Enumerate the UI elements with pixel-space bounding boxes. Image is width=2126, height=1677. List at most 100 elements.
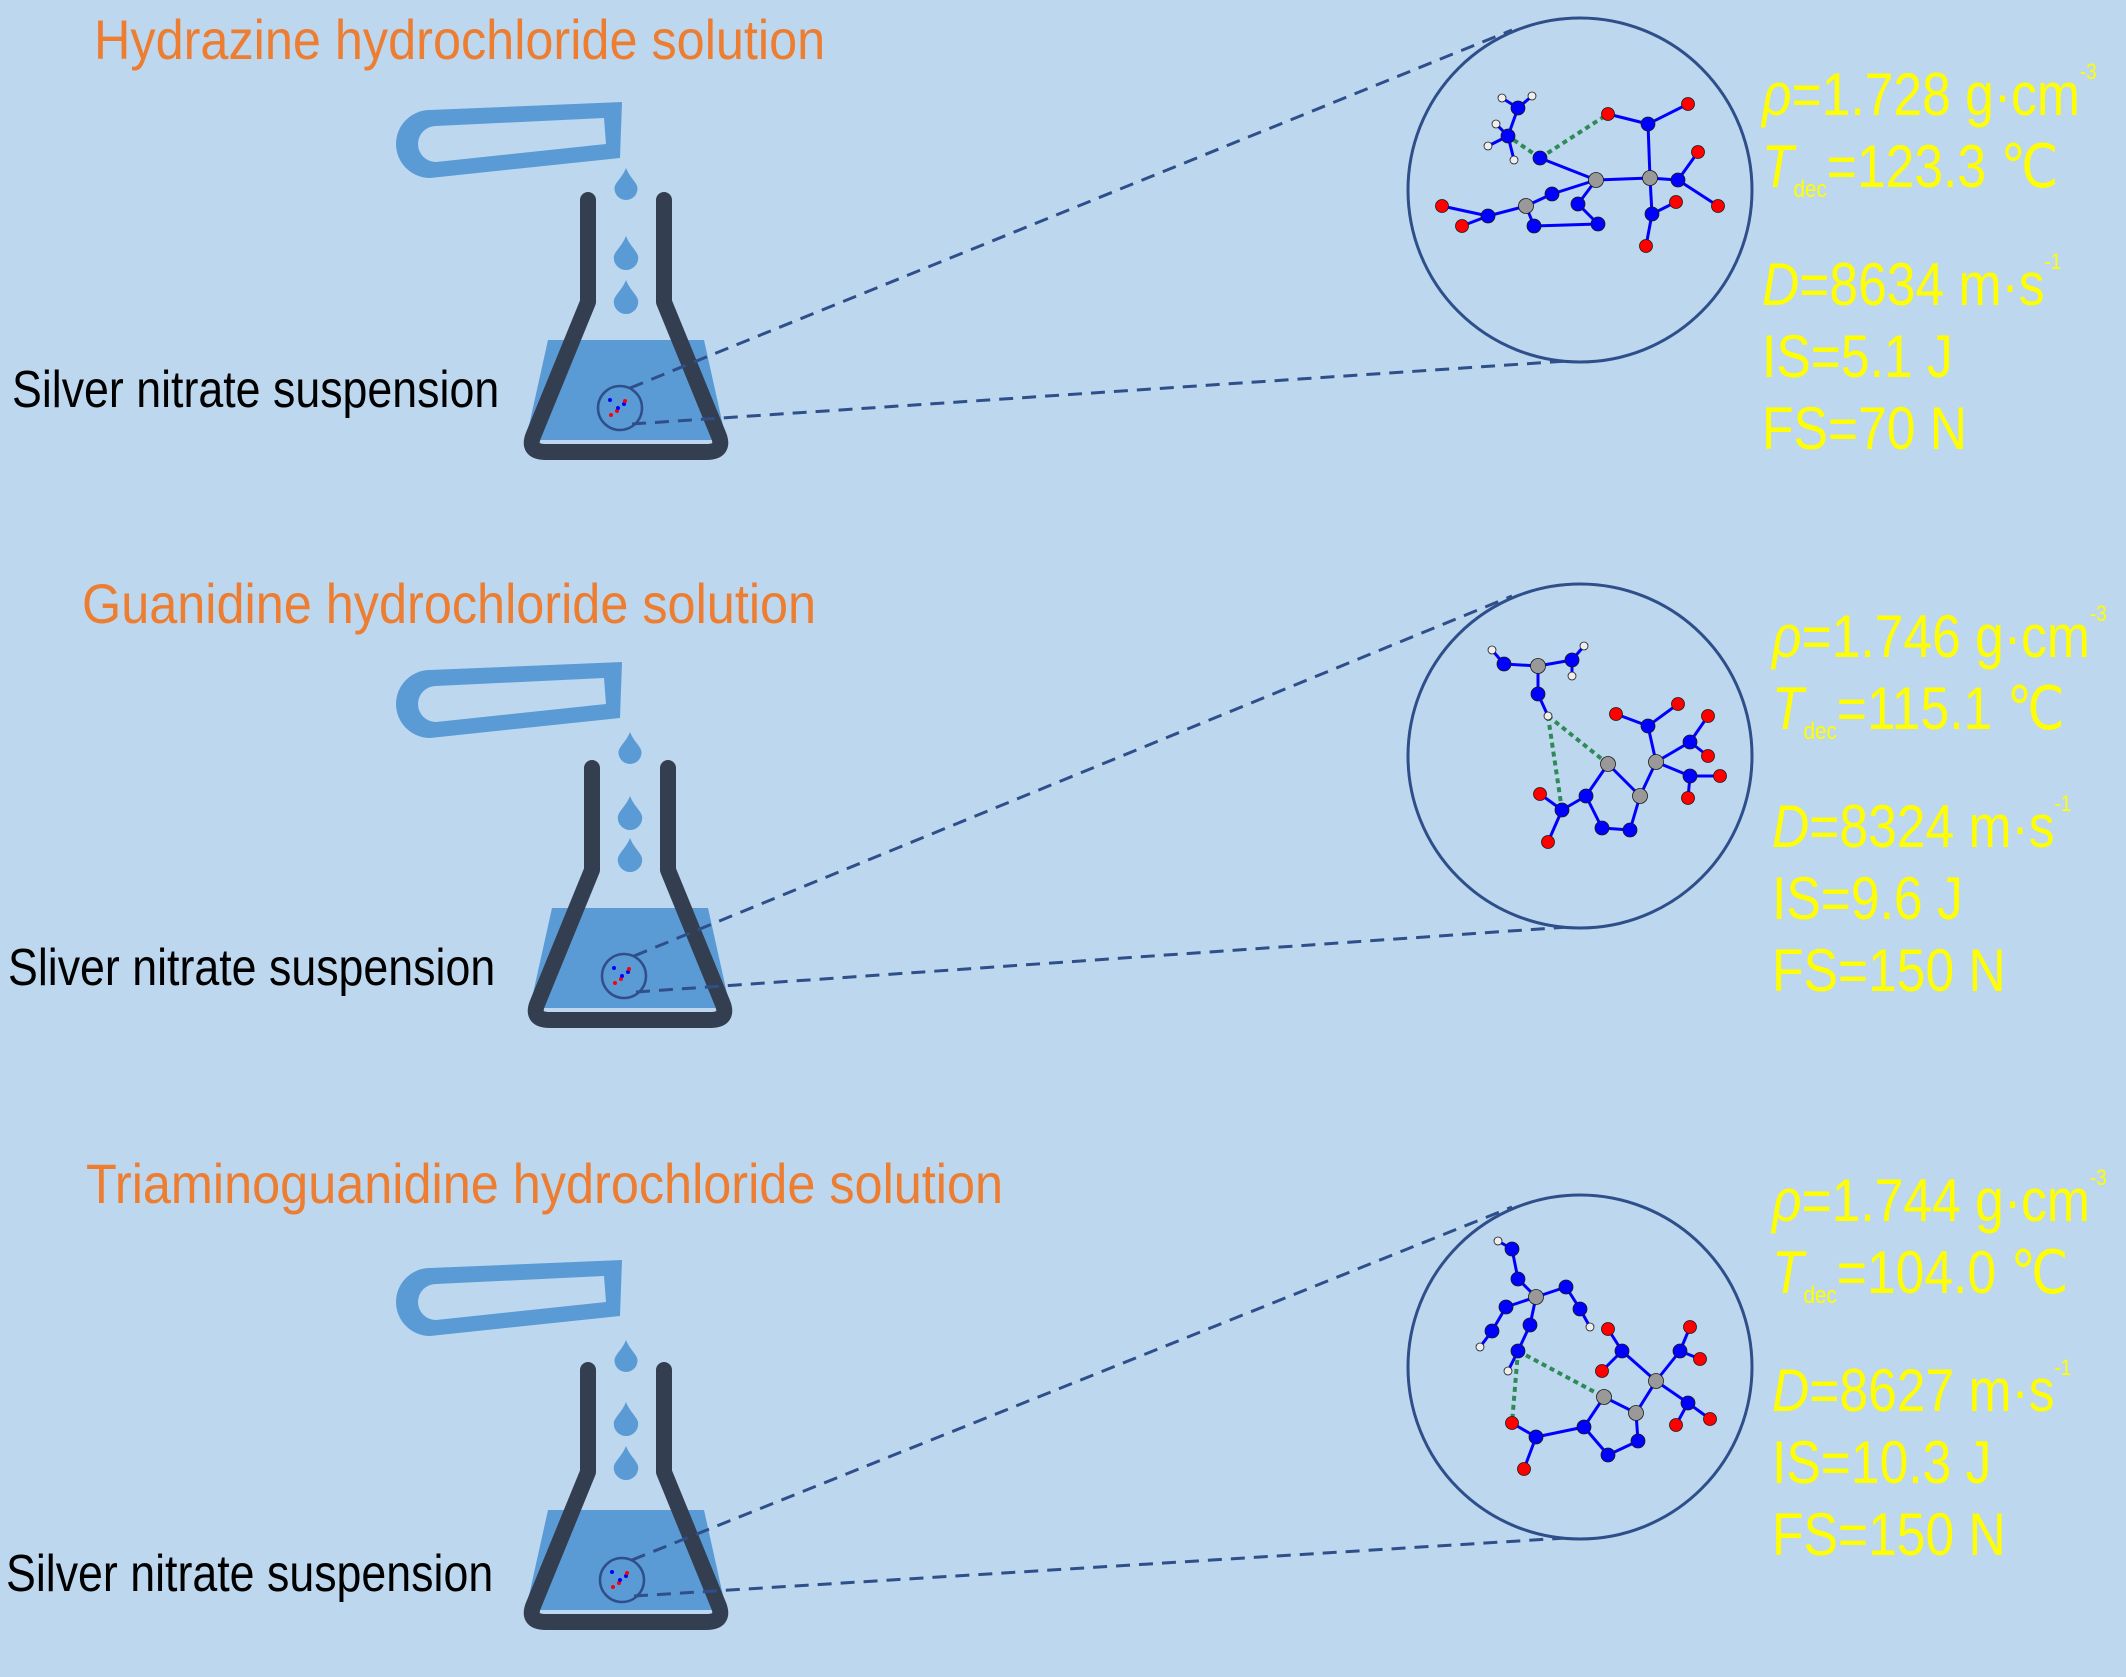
bond bbox=[1647, 102, 1689, 126]
atom-O bbox=[1693, 1352, 1707, 1366]
atom-O bbox=[1701, 709, 1715, 723]
density-value: ρ=1.744 g·cm-3 bbox=[1772, 1165, 2107, 1234]
bubble-dot bbox=[611, 1585, 615, 1589]
bond bbox=[1646, 123, 1652, 179]
solution-title-hydrazine: Hydrazine hydrochloride solution bbox=[94, 8, 826, 71]
atom-N bbox=[1500, 128, 1516, 144]
atom-N bbox=[1682, 734, 1698, 750]
atom-H bbox=[1497, 93, 1507, 103]
atom-H bbox=[1527, 91, 1537, 101]
bubble-dot bbox=[609, 413, 613, 417]
leader-line-bottom bbox=[635, 924, 1583, 994]
bubble-dot bbox=[612, 966, 616, 970]
atom-N bbox=[1544, 186, 1560, 202]
bond bbox=[1539, 156, 1597, 182]
atom-C bbox=[1518, 198, 1534, 214]
atom-N bbox=[1484, 1323, 1500, 1339]
atom-N bbox=[1570, 196, 1586, 212]
atom-O bbox=[1681, 791, 1695, 805]
test-tube-inner bbox=[418, 678, 606, 722]
erlenmeyer-flask bbox=[527, 760, 733, 1028]
droplet-2 bbox=[613, 1402, 639, 1437]
atom-O bbox=[1541, 835, 1555, 849]
reaction-panel-1 bbox=[396, 16, 1754, 460]
leader-line-bottom bbox=[633, 1535, 1583, 1598]
atom-O bbox=[1713, 769, 1727, 783]
atom-N bbox=[1630, 1433, 1646, 1449]
atom-N bbox=[1600, 1447, 1616, 1463]
droplet-1 bbox=[614, 168, 638, 201]
droplet-3 bbox=[613, 1446, 639, 1481]
flask-liquid bbox=[531, 908, 729, 1008]
leader-line-bottom bbox=[631, 358, 1583, 426]
atom-O bbox=[1505, 1416, 1519, 1430]
atom-N bbox=[1564, 652, 1580, 668]
atom-O bbox=[1435, 199, 1449, 213]
zoom-circle bbox=[1406, 16, 1754, 364]
atom-C bbox=[1600, 756, 1616, 772]
atom-N bbox=[1572, 1301, 1588, 1317]
atom-C bbox=[1632, 788, 1648, 804]
leader-line-top bbox=[629, 28, 1513, 390]
atom-N bbox=[1530, 686, 1546, 702]
zoom-circle bbox=[1406, 1193, 1754, 1541]
detonation-velocity-value: D=8634 m·s-1 bbox=[1762, 249, 2062, 318]
atom-H bbox=[1509, 155, 1519, 165]
decomposition-temperature-value: Tdec=123.3 ℃ bbox=[1762, 133, 2059, 203]
particle-bubble bbox=[600, 952, 648, 1000]
atom-O bbox=[1669, 1418, 1683, 1432]
hydrogen-bond bbox=[1546, 714, 1610, 766]
atom-H bbox=[1483, 141, 1493, 151]
atom-O bbox=[1671, 697, 1685, 711]
atom-N bbox=[1496, 656, 1512, 672]
atom-N bbox=[1576, 1419, 1592, 1435]
particle-bubble bbox=[596, 384, 644, 432]
bubble-dot bbox=[610, 1570, 614, 1574]
bubble-dot bbox=[623, 399, 627, 403]
properties-guanidine-salt: ρ=1.746 g·cm-3 Tdec=115.1 ℃ D=8324 m·s-1… bbox=[1772, 578, 2126, 1007]
bubble-dot bbox=[625, 1571, 629, 1575]
flask-liquid bbox=[527, 1510, 725, 1610]
atom-O bbox=[1609, 707, 1623, 721]
bubble-dot bbox=[613, 981, 617, 985]
atom-C bbox=[1530, 658, 1546, 674]
atom-H bbox=[1487, 645, 1497, 655]
test-tube-inner bbox=[418, 118, 606, 162]
droplet-2 bbox=[617, 796, 643, 831]
atom-N bbox=[1510, 1271, 1526, 1287]
atom-C bbox=[1628, 1405, 1644, 1421]
atom-H bbox=[1491, 119, 1501, 129]
atom-O bbox=[1701, 749, 1715, 763]
impact-sensitivity-value: IS=10.3 J bbox=[1772, 1429, 1992, 1496]
detonation-velocity-value: D=8324 m·s-1 bbox=[1772, 791, 2072, 860]
atom-O bbox=[1691, 145, 1705, 159]
droplet-3 bbox=[613, 280, 639, 315]
atom-O bbox=[1639, 239, 1653, 253]
atom-N bbox=[1528, 1429, 1544, 1445]
atom-H bbox=[1579, 641, 1589, 651]
bond bbox=[1677, 178, 1719, 208]
atom-O bbox=[1517, 1462, 1531, 1476]
atom-O bbox=[1683, 1320, 1697, 1334]
atom-N bbox=[1510, 1343, 1526, 1359]
detonation-velocity-value: D=8627 m·s-1 bbox=[1772, 1355, 2072, 1424]
bond bbox=[1535, 1425, 1585, 1439]
atom-C bbox=[1648, 1373, 1664, 1389]
friction-sensitivity-value: FS=70 N bbox=[1762, 395, 1968, 462]
atom-N bbox=[1510, 100, 1526, 116]
erlenmeyer-flask bbox=[523, 1362, 729, 1630]
atom-O bbox=[1669, 195, 1683, 209]
bubble-dot bbox=[620, 974, 624, 978]
bond bbox=[1533, 222, 1599, 228]
atom-N bbox=[1622, 822, 1638, 838]
bond bbox=[1595, 176, 1651, 182]
atom-H bbox=[1503, 1366, 1513, 1376]
test-tube-inner bbox=[418, 1276, 606, 1320]
atom-N bbox=[1554, 802, 1570, 818]
friction-sensitivity-value: FS=150 N bbox=[1772, 1501, 2006, 1568]
bubble-dot bbox=[618, 1578, 622, 1582]
atom-N bbox=[1504, 1241, 1520, 1257]
atom-H bbox=[1567, 671, 1577, 681]
